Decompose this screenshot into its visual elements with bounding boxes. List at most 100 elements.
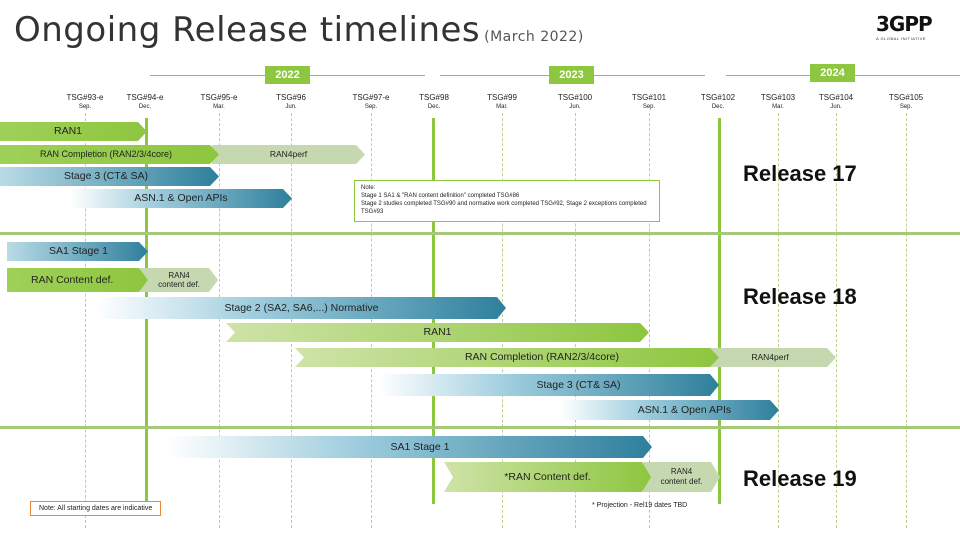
bar-r17-asn1: ASN.1 & Open APIs	[70, 189, 292, 208]
meeting-guide	[85, 113, 86, 528]
meeting-month: Jun.	[285, 104, 297, 110]
bar-label: Stage 2 (SA2, SA6,...) Normative	[224, 302, 379, 314]
meeting-month: Sep.	[642, 104, 656, 110]
year-2024-badge: 2024	[810, 64, 855, 82]
bar-label: RAN Content def.	[31, 274, 114, 286]
meeting-month: Jun.	[569, 104, 581, 110]
meeting-name: TSG#100	[557, 93, 593, 102]
logo-tagline: A GLOBAL INITIATIVE	[876, 36, 926, 41]
meeting-name: TSG#94-e	[126, 93, 164, 102]
bar-r18-ran4perf: RAN4perf	[704, 348, 836, 367]
bar-r17-ran-completion: RAN Completion (RAN2/3/4core)	[0, 145, 219, 164]
meeting-name: TSG#95-e	[200, 93, 238, 102]
bar-label: content def.	[158, 280, 200, 289]
bar-label: Stage 3 (CT& SA)	[536, 379, 621, 391]
bar-label: RAN1	[423, 326, 452, 338]
bar-label: Stage 3 (CT& SA)	[64, 170, 149, 182]
meeting-month: Mar.	[213, 104, 225, 110]
meeting-guide	[836, 113, 837, 528]
year-2022-badge: 2022	[265, 66, 310, 84]
meeting-month: Dec.	[711, 104, 725, 110]
bar-label: *RAN Content def.	[504, 471, 591, 483]
bar-r18-ran-content: RAN Content def.	[7, 268, 148, 292]
meeting-month: Mar.	[496, 104, 508, 110]
meeting-guide	[502, 113, 503, 528]
meeting-month: Sep.	[364, 104, 378, 110]
meeting-month: Mar.	[772, 104, 784, 110]
release-separator	[0, 232, 960, 235]
bar-label: ASN.1 & Open APIs	[134, 192, 228, 204]
bar-r18-ran1: RAN1	[226, 323, 649, 342]
bar-r17-ran1: RAN1	[0, 122, 147, 141]
release-18-label: Release 18	[743, 284, 857, 309]
meeting-name: TSG#104	[818, 93, 854, 102]
bar-label: RAN1	[54, 125, 83, 137]
logo-mark: 3GPP	[876, 12, 933, 36]
meeting-guide	[371, 113, 372, 528]
note-line: Stage 1 SA1 & "RAN content definition" c…	[361, 193, 520, 199]
title-date: (March 2022)	[484, 29, 584, 45]
3gpp-logo: 3GPP A GLOBAL INITIATIVE	[876, 14, 940, 52]
bar-r17-ran4perf: RAN4perf	[212, 145, 365, 164]
meeting-guide	[649, 113, 650, 528]
meeting-month: Dec.	[138, 104, 152, 110]
release-separator	[0, 426, 960, 429]
bar-r18-stage3: Stage 3 (CT& SA)	[378, 374, 719, 396]
meeting-guide	[219, 113, 220, 528]
release-17-label: Release 17	[743, 161, 857, 186]
bar-r18-sa1-stage1: SA1 Stage 1	[7, 242, 148, 261]
meeting-guide	[291, 113, 292, 528]
meeting-month: Dec.	[427, 104, 441, 110]
meeting-name: TSG#99	[487, 93, 517, 102]
bar-r19-ran-content: *RAN Content def.	[444, 462, 651, 492]
bar-r18-stage2: Stage 2 (SA2, SA6,...) Normative	[97, 297, 506, 319]
note-title: Note:	[361, 185, 376, 191]
bar-r18-asn1: ASN.1 & Open APIs	[560, 400, 779, 420]
meeting-guide	[778, 113, 779, 528]
page-title: Ongoing Release timelines(March 2022)	[14, 10, 584, 50]
meeting-month: Jun.	[830, 104, 842, 110]
bar-label: ASN.1 & Open APIs	[637, 404, 732, 416]
meeting-month: Sep.	[78, 104, 92, 110]
bar-r19-sa1-stage1: SA1 Stage 1	[168, 436, 652, 458]
release-17-note: Note: Stage 1 SA1 & "RAN content definit…	[354, 180, 660, 222]
year-2023-badge: 2023	[549, 66, 594, 84]
note-line: Stage 2 studies completed TSG#90 and nor…	[361, 201, 647, 215]
bar-r18-ran-completion: RAN Completion (RAN2/3/4core)	[295, 348, 719, 367]
meeting-name: TSG#101	[631, 93, 667, 102]
start-dates-note: Note: All starting dates are indicative	[30, 501, 162, 516]
bar-label: RAN4perf	[269, 149, 308, 159]
bar-label: content def.	[660, 477, 703, 486]
bar-label: RAN4	[670, 467, 693, 476]
meeting-guide	[906, 113, 907, 528]
title-text: Ongoing Release timelines	[14, 10, 481, 50]
meeting-guide	[575, 113, 576, 528]
freeze-line-dec-2023	[718, 118, 721, 504]
meeting-name: TSG#97-e	[352, 93, 390, 102]
bar-label: RAN4	[168, 271, 190, 280]
release-19-label: Release 19	[743, 466, 857, 491]
projection-note: * Projection - Rel19 dates TBD	[592, 502, 688, 509]
meeting-month: Sep.	[899, 104, 913, 110]
meeting-name: TSG#102	[700, 93, 736, 102]
bar-r17-stage3: Stage 3 (CT& SA)	[0, 167, 219, 186]
meeting-name: TSG#98	[419, 93, 449, 102]
meeting-name: TSG#93-e	[66, 93, 104, 102]
bar-label: RAN Completion (RAN2/3/4core)	[464, 351, 620, 363]
bar-label: RAN4perf	[751, 352, 789, 362]
